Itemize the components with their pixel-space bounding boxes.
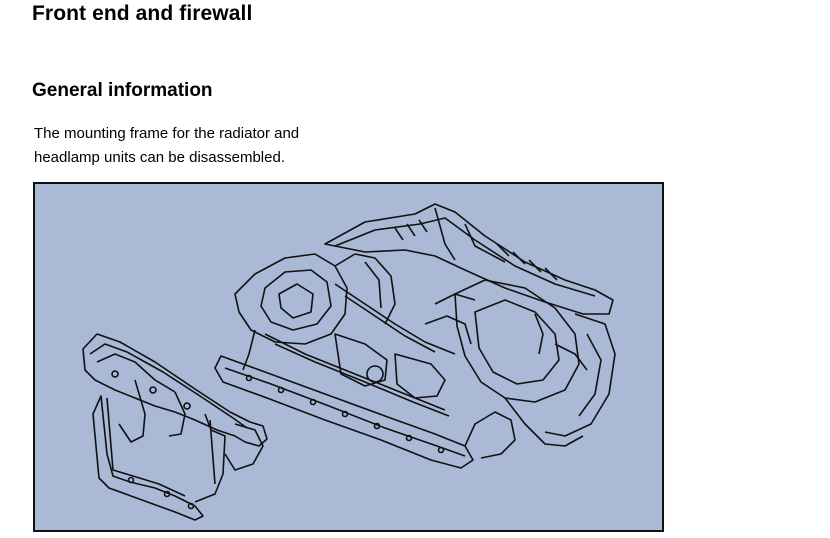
body-paragraph: The mounting frame for the radiator and … xyxy=(34,122,364,170)
figure-background xyxy=(35,184,662,530)
radiator-mounting-frame xyxy=(82,333,268,521)
paragraph-line: headlamp units can be disassembled. xyxy=(34,149,285,166)
front-end-illustration xyxy=(33,182,664,532)
front-end-body-structure xyxy=(214,203,616,469)
page-title: Front end and firewall xyxy=(32,2,253,25)
section-heading: General information xyxy=(32,80,213,101)
illustration-svg xyxy=(35,184,662,530)
paragraph-line: The mounting frame for the radiator and xyxy=(34,125,300,142)
